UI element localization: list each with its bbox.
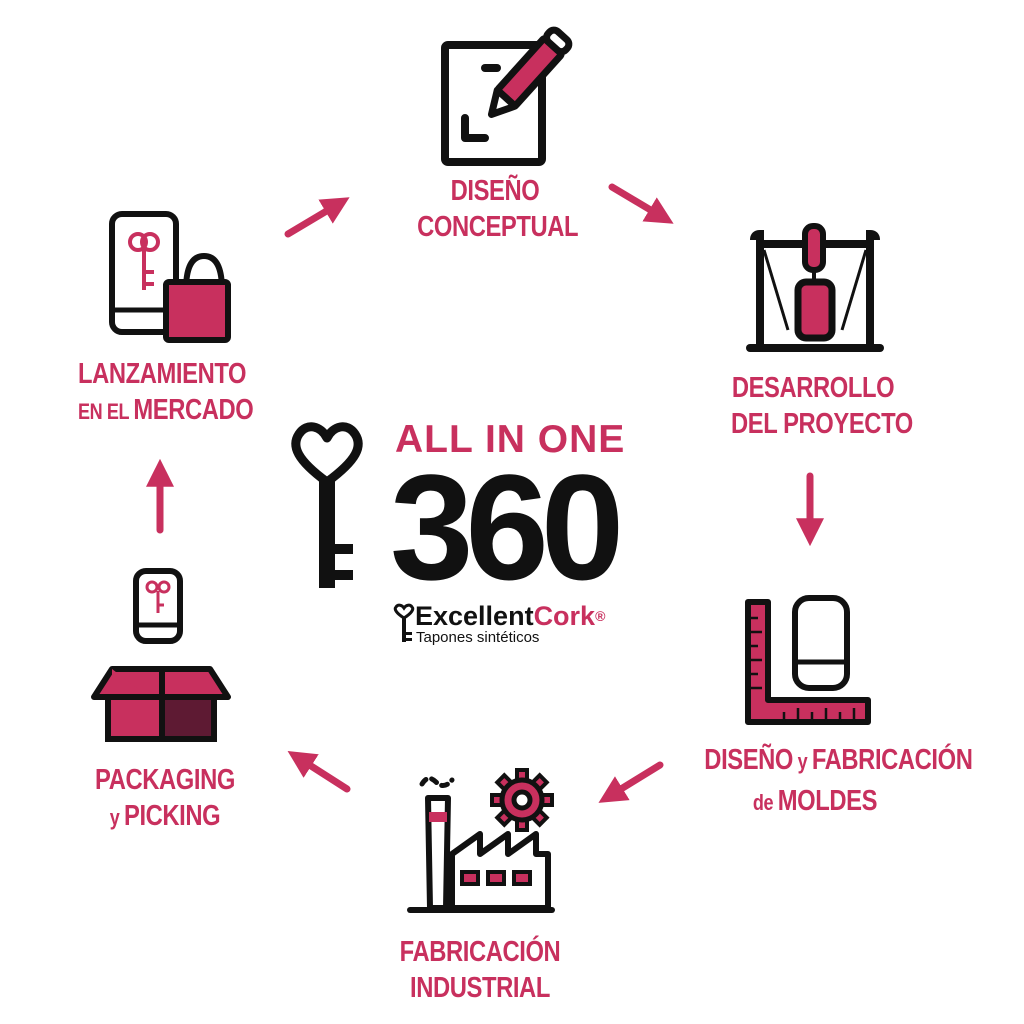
arrow-fabricacion-to-packaging — [287, 750, 351, 793]
step-label-fabricacion-industrial: FABRICACIÓN INDUSTRIAL — [399, 936, 561, 1004]
factory-gear-icon — [407, 768, 555, 913]
arrow-diseno-to-desarrollo — [608, 183, 674, 224]
center-title: ALL IN ONE — [395, 418, 626, 461]
heart-key-icon — [291, 422, 363, 588]
arrow-lanzamiento-to-diseno — [284, 197, 350, 238]
step-label-packaging: PACKAGING y PICKING — [95, 764, 235, 832]
step-label-lanzamiento: LANZAMIENTO EN EL MERCADO — [78, 358, 254, 426]
box-stopper-icon — [91, 568, 231, 742]
brand-tagline: Tapones sintéticos — [416, 629, 540, 646]
step-label-diseno-conceptual: DISEÑO CONCEPTUAL — [417, 175, 579, 243]
blueprint-icon — [746, 223, 884, 352]
center-number: 360 — [390, 443, 624, 611]
notepad-pencil-icon — [441, 26, 573, 166]
arrow-moldes-to-fabricacion — [598, 761, 664, 803]
phone-shopping-bag-icon — [109, 211, 231, 343]
brand-logo-text: ExcellentCork® — [415, 601, 606, 631]
step-label-moldes: DISEÑO y FABRICACIÓN de MOLDES — [704, 744, 973, 817]
brand-key-icon — [393, 603, 415, 642]
step-label-desarrollo-proyecto: DESARROLLO DEL PROYECTO — [731, 372, 913, 440]
mold-ruler-icon — [745, 595, 871, 725]
